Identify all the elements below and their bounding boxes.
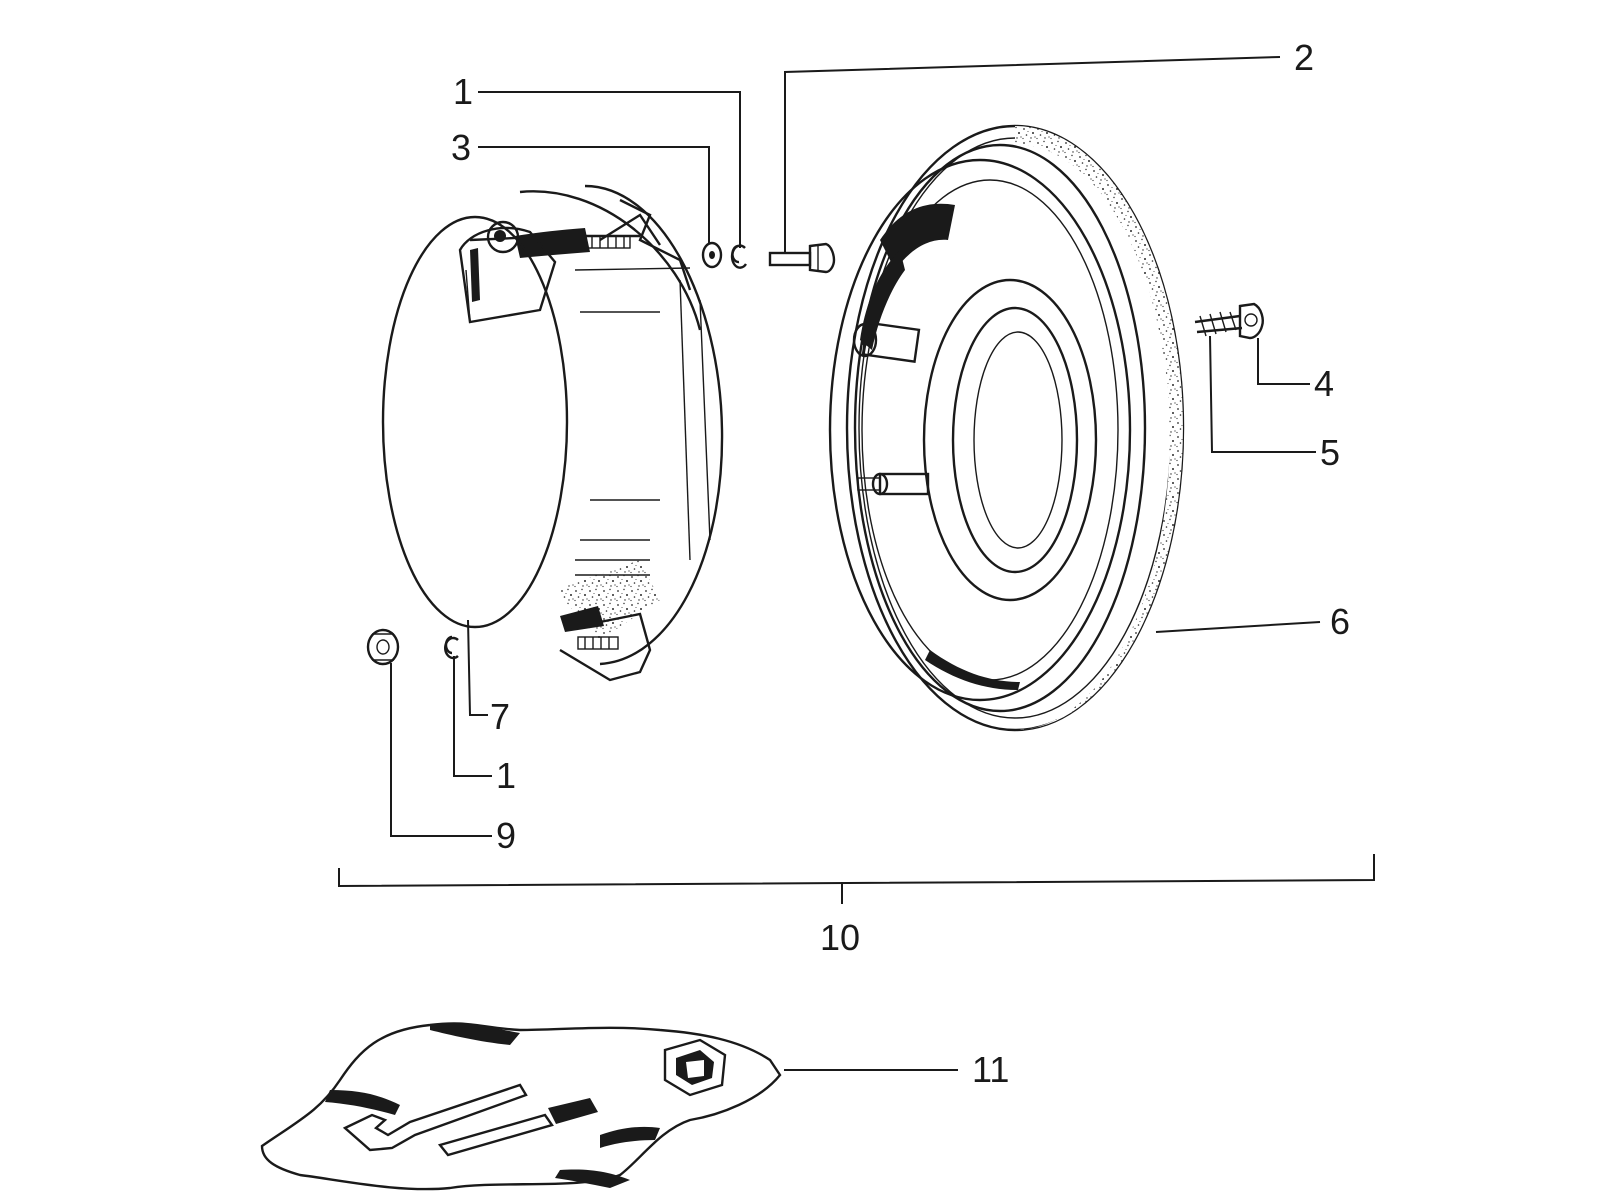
lock-washer-part-1-bottom xyxy=(444,635,459,660)
nut-part-9 xyxy=(366,628,400,666)
callout-2: 2 xyxy=(1294,37,1314,78)
callout-1-top: 1 xyxy=(453,71,473,112)
washer-part-3 xyxy=(701,241,723,269)
callout-4: 4 xyxy=(1314,363,1334,404)
callout-5: 5 xyxy=(1320,432,1340,473)
headlamp-cover-part-7 xyxy=(381,184,724,682)
tool-kit-part-11 xyxy=(260,1022,782,1191)
callout-10: 10 xyxy=(820,917,860,958)
leader-lines xyxy=(338,56,1375,1071)
bolt-part-2 xyxy=(768,242,836,274)
spring-screw-part-4-5 xyxy=(1194,302,1264,340)
callout-1-bottom: 1 xyxy=(496,755,516,796)
callout-6: 6 xyxy=(1330,601,1350,642)
callout-11: 11 xyxy=(972,1049,1009,1090)
lock-washer-part-1-top xyxy=(730,244,748,269)
headlamp-body-part-6 xyxy=(828,124,1185,732)
callout-9: 9 xyxy=(496,815,516,856)
callout-3: 3 xyxy=(451,127,471,168)
callout-7: 7 xyxy=(490,696,510,737)
